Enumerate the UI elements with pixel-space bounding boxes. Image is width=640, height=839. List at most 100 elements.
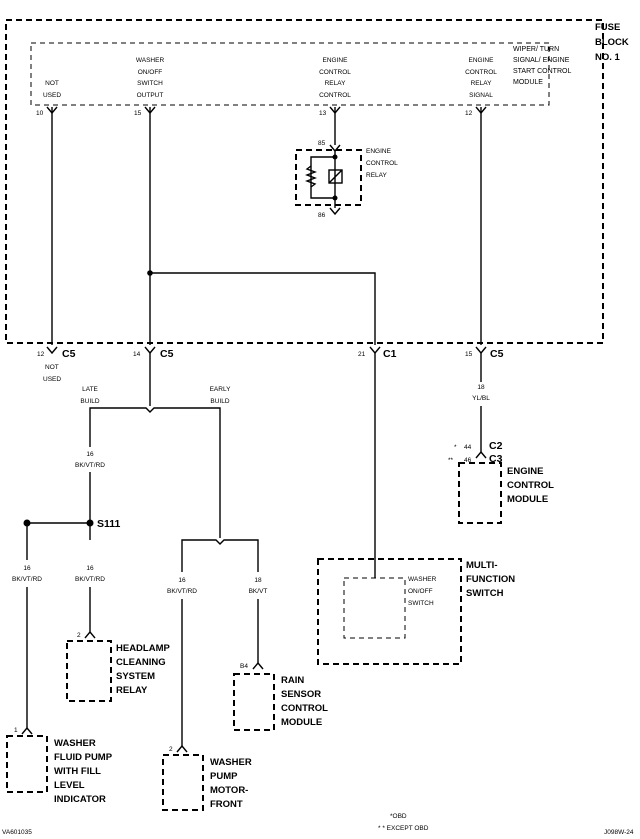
svg-text:NOT: NOT xyxy=(45,80,59,87)
relay-label: CONTROL xyxy=(366,160,398,167)
component-pin: 2 xyxy=(77,632,81,639)
component-terminal xyxy=(84,630,96,639)
wire-color: BK/VT/RD xyxy=(12,576,42,583)
connector-pin: 21 xyxy=(358,351,366,358)
svg-text:RELAY: RELAY xyxy=(471,80,492,87)
washer-pump-front-outline xyxy=(162,754,204,811)
connector-name: C5 xyxy=(160,348,174,360)
ecm-pin: 44 xyxy=(464,444,472,451)
component-terminal xyxy=(176,744,188,753)
wire-color: BK/VT xyxy=(249,588,268,595)
junction-dot xyxy=(147,270,153,276)
wire-color: BK/VT/RD xyxy=(75,462,105,469)
component-label: HEADLAMP xyxy=(116,643,170,654)
component-label: RAIN xyxy=(281,675,304,686)
footer-right: J098W-24 xyxy=(604,829,634,836)
splice-dot xyxy=(86,519,94,527)
relay-resistor xyxy=(305,165,317,188)
module-label: MODULE xyxy=(513,79,543,86)
build-label: LATE xyxy=(82,386,98,393)
connector-note: USED xyxy=(43,376,61,383)
component-pin: B4 xyxy=(240,663,248,670)
pin-13-label: ENGINE CONTROL RELAY CONTROL xyxy=(319,57,351,99)
wiper-module-outline xyxy=(30,42,550,106)
component-label: CONTROL xyxy=(281,703,328,714)
pin-12-label: ENGINE CONTROL RELAY SIGNAL xyxy=(465,57,497,99)
component-terminal xyxy=(252,661,264,670)
terminal-mark xyxy=(329,207,341,216)
footer-left: VA601035 xyxy=(2,829,32,836)
component-pin: 2 xyxy=(169,746,173,753)
relay-label: RELAY xyxy=(366,172,387,179)
wire-color: BK/VT/RD xyxy=(167,588,197,595)
component-label: MOTOR- xyxy=(210,785,248,796)
fuse-block-title: BLOCK xyxy=(595,37,629,48)
component-label: FRONT xyxy=(210,799,243,810)
pin-number: 13 xyxy=(319,110,327,117)
component-label: WITH FILL xyxy=(54,766,101,777)
mfs-switch-label: ON/OFF xyxy=(408,588,433,595)
pin-number: 12 xyxy=(465,110,473,117)
connector-terminal xyxy=(369,346,381,355)
splice-label: S111 xyxy=(97,518,121,530)
ecm-outline xyxy=(458,462,502,524)
pin-number: 15 xyxy=(134,110,142,117)
rain-sensor-outline xyxy=(233,673,275,731)
connector-pin: 14 xyxy=(133,351,141,358)
component-label: ENGINE xyxy=(507,466,543,477)
component-terminal xyxy=(21,726,33,735)
component-label: PUMP xyxy=(210,771,238,782)
ecm-pin: 46 xyxy=(464,457,472,464)
build-label: BUILD xyxy=(210,398,229,405)
relay-label: ENGINE xyxy=(366,148,392,155)
component-label: WASHER xyxy=(54,738,96,749)
wire-color: BK/VT/RD xyxy=(75,576,105,583)
pin-number: 10 xyxy=(36,110,44,117)
early-split xyxy=(181,539,259,545)
component-label: LEVEL xyxy=(54,780,85,791)
svg-text:ENGINE: ENGINE xyxy=(323,57,349,64)
connector-terminal xyxy=(144,346,156,355)
wire-gauge: 18 xyxy=(254,577,262,584)
legend-except-obd: * * EXCEPT OBD xyxy=(378,825,429,832)
svg-text:RELAY: RELAY xyxy=(325,80,346,87)
connector-pin: 12 xyxy=(37,351,45,358)
connector-name: C1 xyxy=(383,348,397,360)
fuse-block-title: NO. 1 xyxy=(595,52,621,63)
ecm-mark: * xyxy=(454,444,457,451)
pin-15-label: WASHER ON/OFF SWITCH OUTPUT xyxy=(136,57,165,99)
ecm-mark: ** xyxy=(448,457,454,464)
wire-gauge: 16 xyxy=(86,565,94,572)
mfs-switch-outline xyxy=(343,577,406,639)
svg-text:CONTROL: CONTROL xyxy=(465,69,497,76)
connector-name: C5 xyxy=(490,348,504,360)
washer-fluid-pump-outline xyxy=(6,735,48,793)
relay-outline xyxy=(295,149,362,206)
pin-10-label: NOT USED xyxy=(43,80,61,99)
build-label: BUILD xyxy=(80,398,99,405)
svg-text:WASHER: WASHER xyxy=(136,57,165,64)
component-terminal xyxy=(475,450,487,459)
component-label: SYSTEM xyxy=(116,671,155,682)
module-label: WIPER/ TURN xyxy=(513,46,559,53)
svg-text:SIGNAL: SIGNAL xyxy=(469,92,493,99)
module-label: START CONTROL xyxy=(513,68,571,75)
module-label: SIGNAL/ ENGINE xyxy=(513,57,570,64)
svg-text:OUTPUT: OUTPUT xyxy=(137,92,164,99)
svg-text:CONTROL: CONTROL xyxy=(319,69,351,76)
build-label: EARLY xyxy=(210,386,231,393)
relay-pin: 86 xyxy=(318,212,326,219)
component-label: FUNCTION xyxy=(466,574,515,585)
wire-gauge: 18 xyxy=(477,384,485,391)
svg-text:USED: USED xyxy=(43,92,61,99)
svg-text:CONTROL: CONTROL xyxy=(319,92,351,99)
component-label: INDICATOR xyxy=(54,794,106,805)
connector-terminal xyxy=(46,346,58,355)
component-label: SENSOR xyxy=(281,689,321,700)
component-pin: 1 xyxy=(14,727,18,734)
relay-coil-diag xyxy=(328,169,343,184)
mfs-switch-label: WASHER xyxy=(408,576,437,583)
connector-name: C5 xyxy=(62,348,76,360)
component-label: MODULE xyxy=(281,717,322,728)
